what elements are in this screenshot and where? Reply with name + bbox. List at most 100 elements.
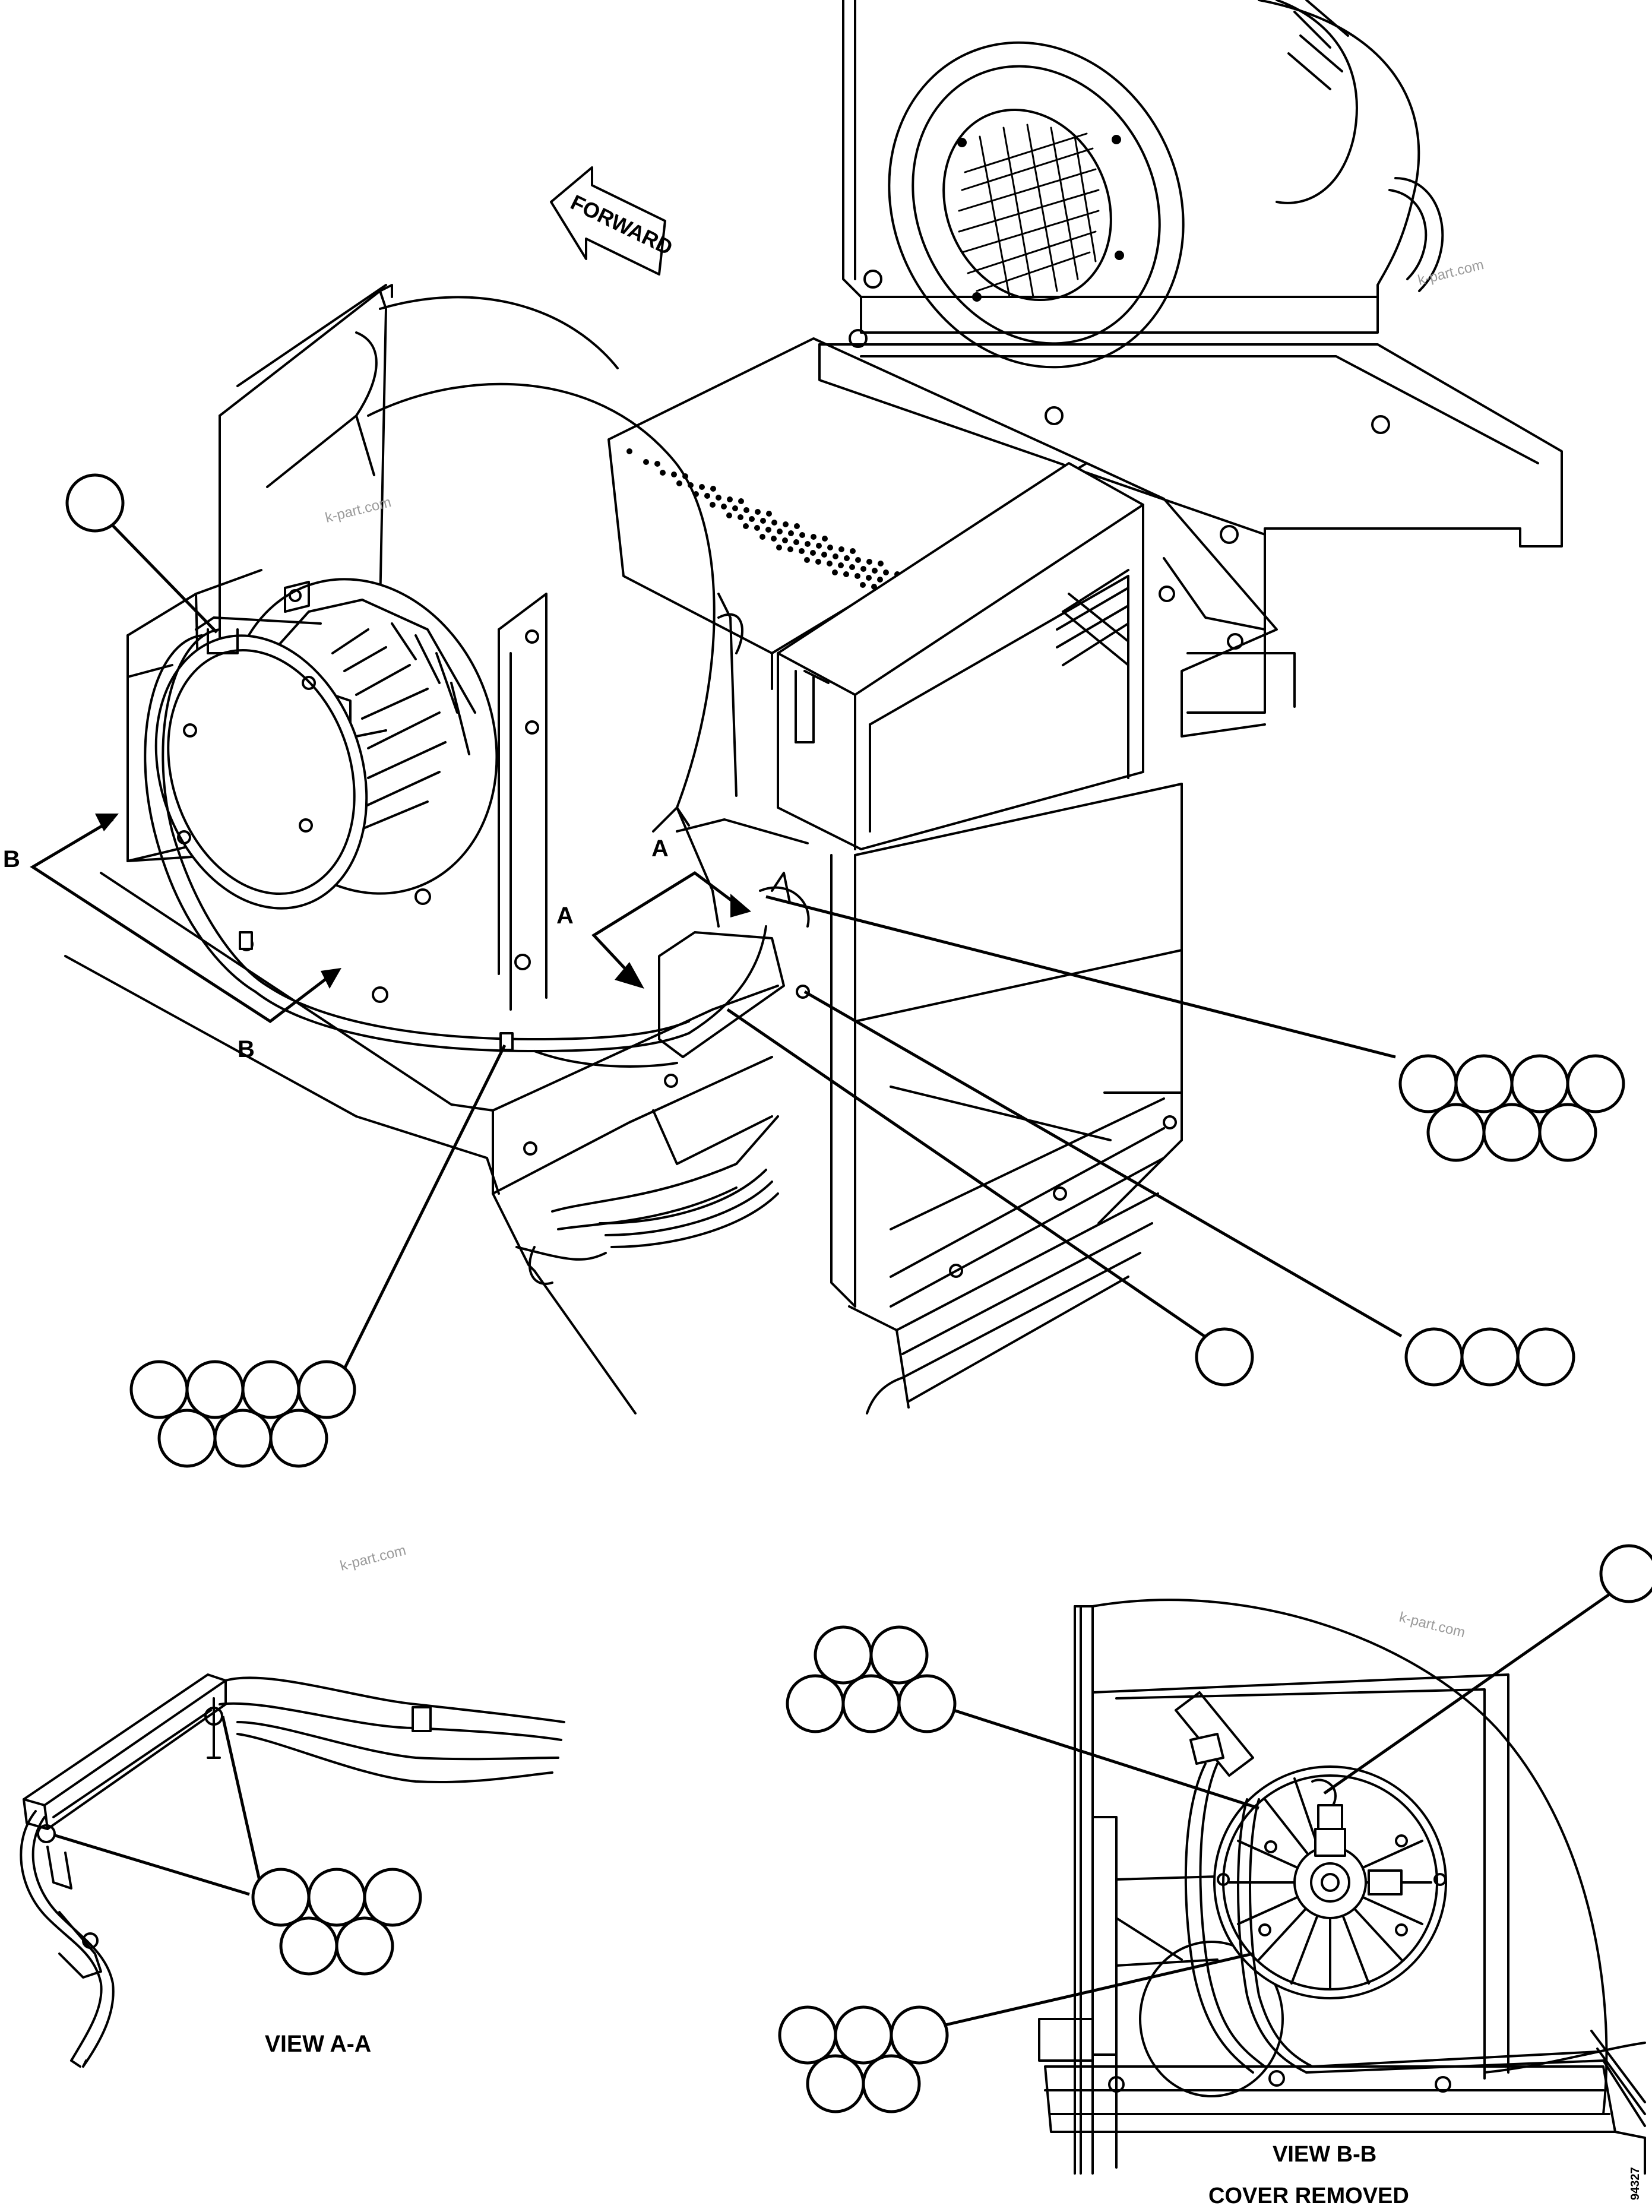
perforation-hole: [626, 448, 632, 454]
view-a-a-label: VIEW A-A: [265, 2031, 371, 2057]
perforation-hole: [810, 550, 816, 556]
perforation-hole: [804, 557, 810, 563]
motor-cooling-fins: [331, 622, 470, 833]
section-a-label-top: A: [651, 836, 669, 862]
hose-clamp: [412, 1706, 432, 1732]
perforation-hole: [643, 459, 649, 465]
cover-removed-label: COVER REMOVED: [1208, 2183, 1409, 2208]
perforation-hole: [827, 545, 833, 550]
callout-group-left-7: [129, 1360, 356, 1468]
perforation-hole: [754, 525, 760, 531]
perforation-hole: [727, 496, 733, 502]
callout-bubble: [1599, 1544, 1652, 1603]
perforation-hole: [816, 543, 822, 549]
perforation-hole: [850, 548, 856, 554]
perforation-hole: [760, 518, 766, 524]
drawing-number: 94327: [1629, 2167, 1642, 2200]
perforation-hole: [755, 509, 761, 515]
perforation-hole: [872, 568, 878, 574]
perforation-hole: [743, 523, 749, 529]
perforation-hole: [844, 555, 850, 561]
perforation-hole: [710, 502, 716, 508]
perforation-hole: [710, 486, 716, 492]
perforation-hole: [827, 561, 833, 567]
watermark: k-part.com: [338, 1542, 408, 1574]
perforation-hole: [811, 534, 816, 540]
upper-blower-housing: [842, 0, 1444, 369]
perforation-hole: [743, 507, 749, 513]
perforation-hole: [726, 512, 732, 518]
callout-bubble: [65, 473, 125, 533]
perforation-hole: [738, 514, 743, 520]
view-b-b: VIEW B-B COVER REMOVED 94327: [778, 1544, 1652, 2208]
perforation-hole: [878, 561, 884, 567]
perforation-hole: [866, 575, 872, 581]
perforation-hole: [821, 552, 827, 558]
lower-duct: [830, 783, 1183, 1414]
section-a-label-side: A: [556, 903, 574, 929]
callout-group-bb-top: [786, 1625, 957, 1733]
motor-wiring: [144, 628, 810, 1068]
lower-base-plate: [64, 818, 810, 1414]
perforation-hole: [794, 523, 800, 529]
perforation-hole: [838, 546, 844, 552]
callout-group-right-7: [1398, 1054, 1625, 1162]
perforation-hole: [860, 566, 866, 572]
perforation-hole: [877, 577, 883, 583]
perforation-hole: [883, 569, 889, 575]
perforation-hole: [732, 505, 738, 511]
section-marker-b: B B: [3, 814, 341, 1062]
perforation-hole: [699, 484, 705, 490]
perforation-hole: [676, 480, 682, 486]
perforation-hole: [815, 559, 821, 565]
mounting-bracket: [1085, 462, 1278, 738]
forward-arrow: FORWARD: [550, 166, 676, 276]
section-b-label-left: B: [3, 846, 20, 872]
perforation-hole: [860, 582, 866, 588]
box-louvers: [1056, 569, 1129, 666]
perforation-hole: [782, 537, 788, 543]
perforation-hole: [822, 536, 828, 542]
perforation-hole: [855, 573, 860, 579]
section-marker-a: A A: [556, 836, 751, 989]
perforation-hole: [788, 530, 794, 536]
left-blower-housing: [219, 284, 743, 1011]
callout-bubble-single: [1195, 1327, 1254, 1387]
callout-group-bb-bottom: [778, 2005, 949, 2113]
perforation-hole: [838, 562, 844, 568]
cable-clamp: [239, 931, 253, 950]
callout-group-right-3: [1404, 1327, 1575, 1387]
perforation-hole: [749, 516, 755, 522]
view-b-b-motor: [1213, 1765, 1447, 1999]
motor: [154, 578, 498, 910]
perforation-hole: [832, 569, 838, 575]
perforation-hole: [766, 511, 772, 517]
view-b-b-label: VIEW B-B: [1273, 2142, 1376, 2167]
callout-leaders-main: [109, 521, 1403, 1376]
perforation-hole: [776, 545, 782, 550]
perforation-hole: [721, 504, 727, 510]
perforation-hole: [855, 557, 861, 563]
perforation-hole: [849, 564, 855, 570]
perforation-hole: [660, 470, 666, 476]
perforation-hole: [771, 520, 777, 526]
perforation-hole: [777, 529, 783, 534]
watermark: k-part.com: [1398, 1609, 1467, 1641]
perforation-hole: [843, 571, 849, 577]
perforation-hole: [654, 461, 660, 467]
perforation-hole: [704, 493, 710, 499]
perforation-hole: [787, 546, 793, 552]
view-a-a: VIEW A-A: [20, 1673, 565, 2068]
perforation-hole: [866, 559, 872, 565]
perforation-hole: [783, 521, 789, 527]
perforation-hole: [799, 548, 805, 554]
perforation-hole: [716, 495, 721, 501]
perforation-hole: [765, 527, 771, 533]
perforation-hole: [833, 553, 838, 559]
perforation-hole: [771, 536, 777, 542]
perforation-hole: [759, 534, 765, 540]
perforation-hole: [799, 532, 805, 538]
perforation-hole: [793, 539, 799, 545]
section-b-label-bottom: B: [238, 1036, 255, 1062]
